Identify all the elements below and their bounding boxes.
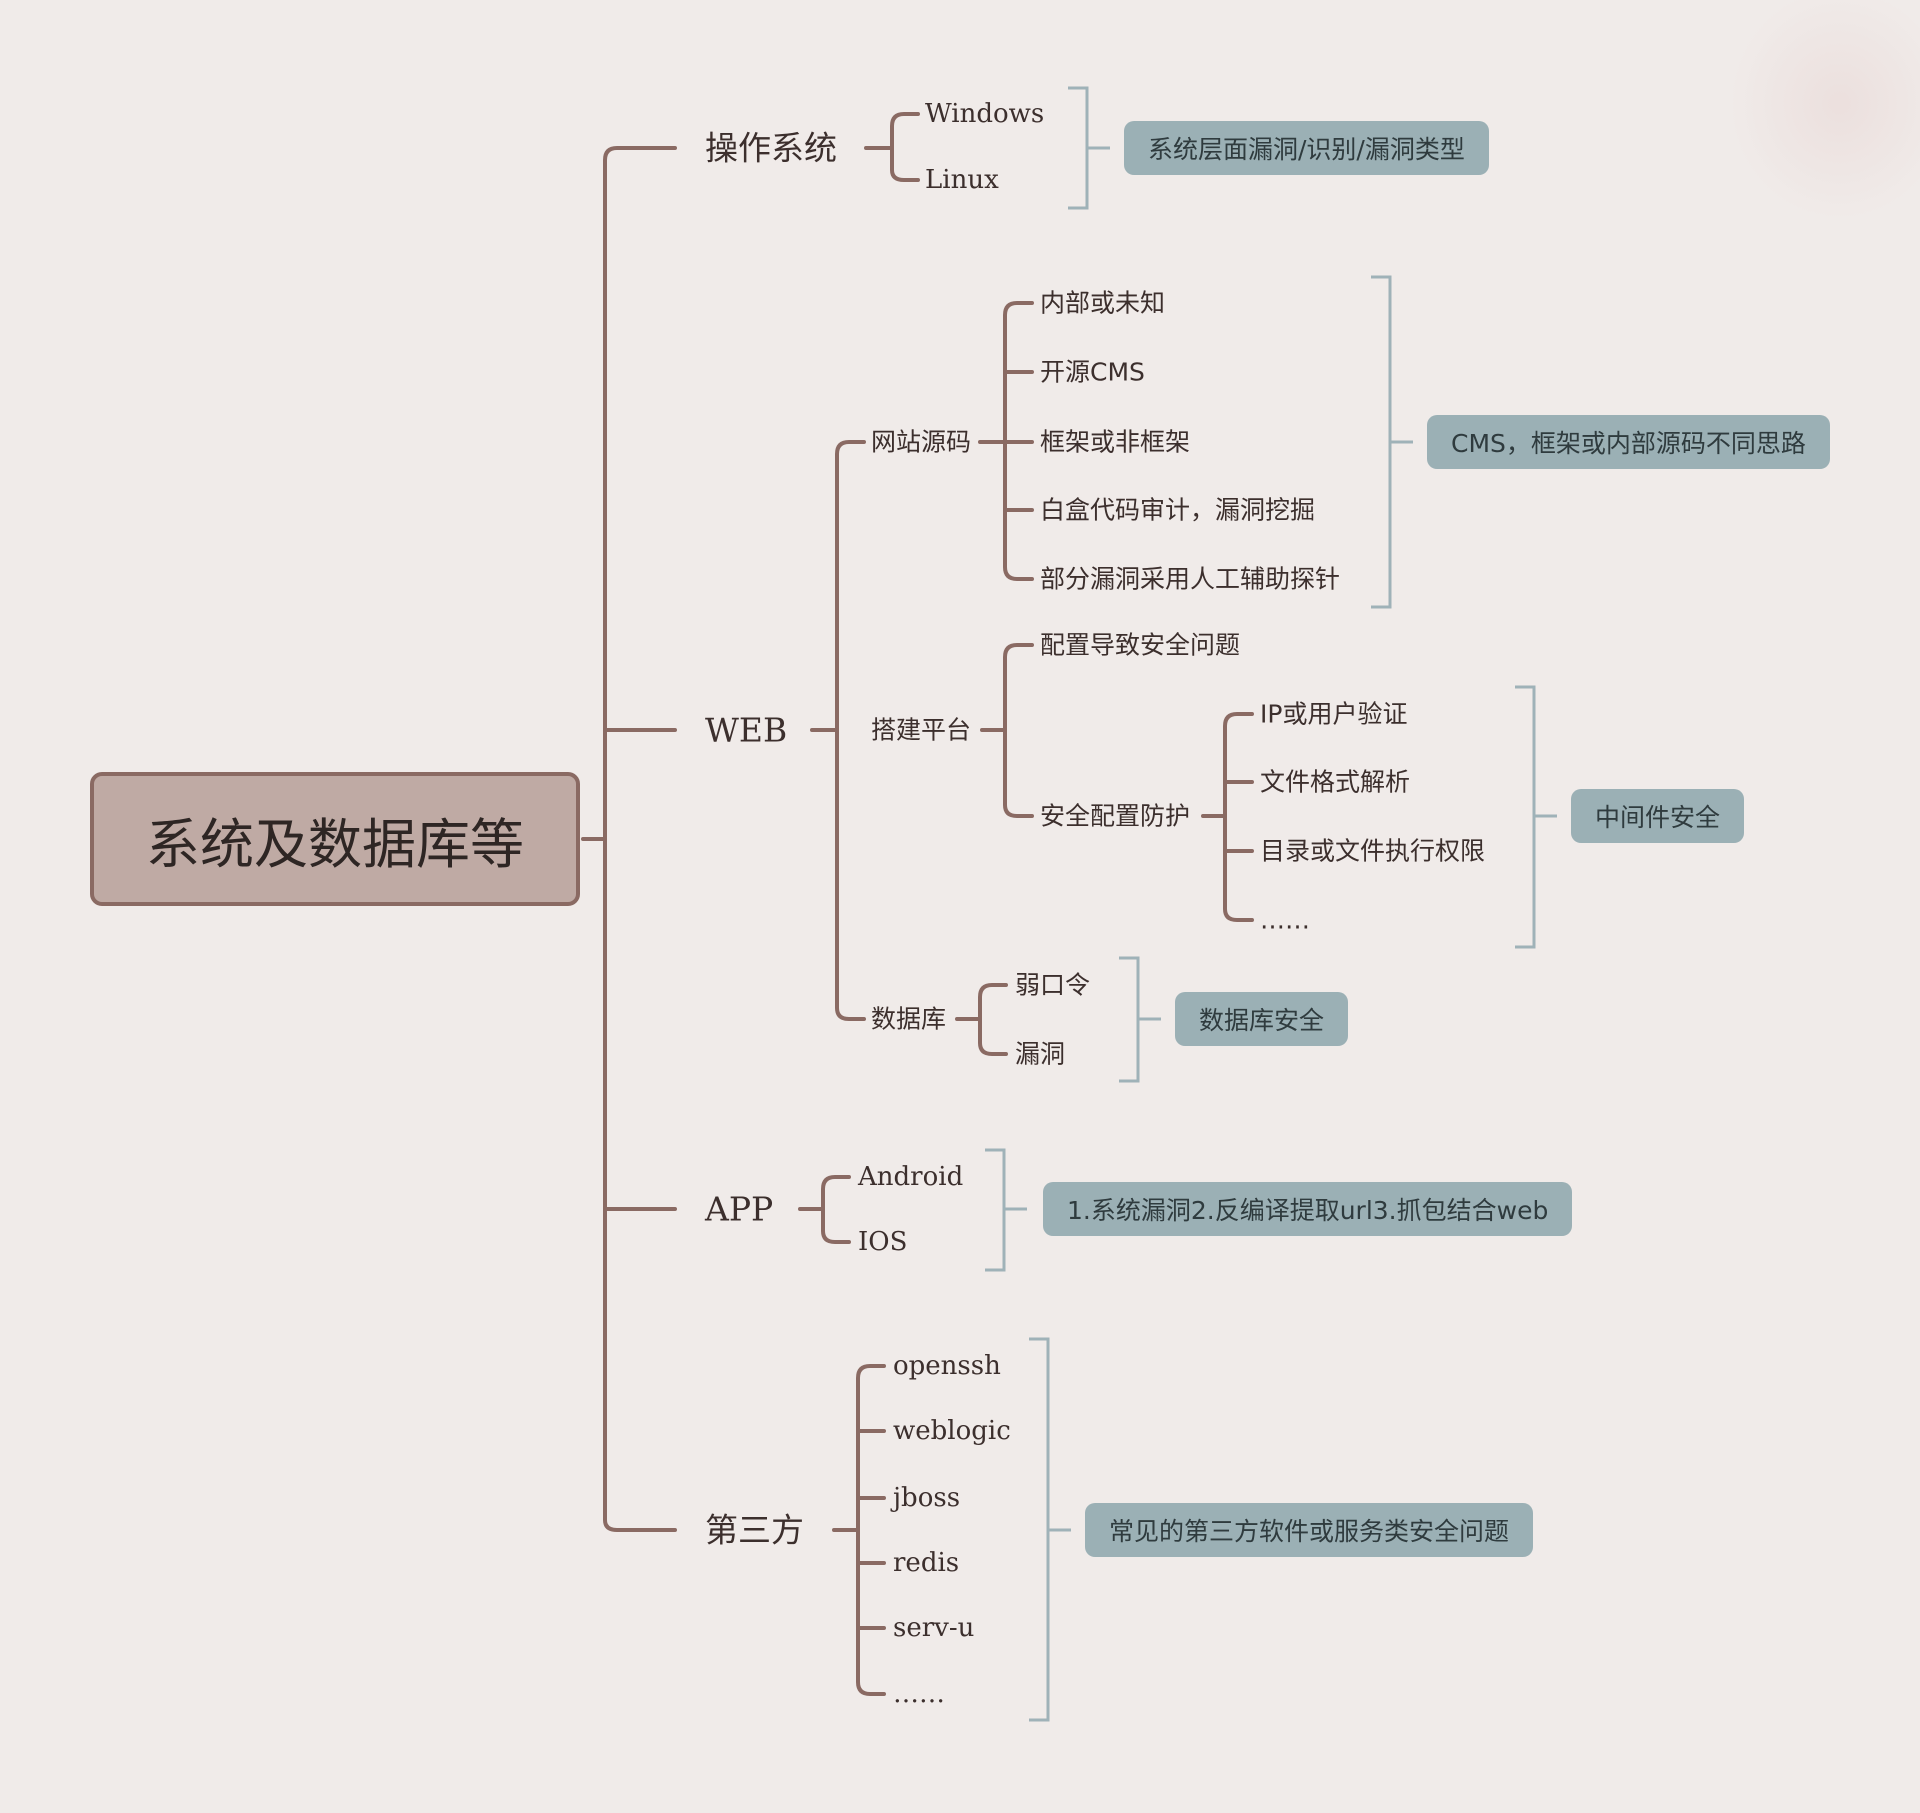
summary-third: 常见的第三方软件或服务类安全问题 bbox=[1085, 1503, 1534, 1557]
connector-protection bbox=[1201, 712, 1254, 922]
leaf-protection-2: 文件格式解析 bbox=[1260, 767, 1411, 797]
summary-middleware: 中间件安全 bbox=[1571, 789, 1745, 843]
connector-web bbox=[810, 440, 866, 1021]
leaf-source-4: 白盒代码审计，漏洞挖掘 bbox=[1040, 495, 1316, 525]
node-security-protection: 安全配置防护 bbox=[1040, 801, 1191, 831]
connector-database bbox=[955, 983, 1008, 1056]
leaf-ios: IOS bbox=[858, 1227, 908, 1257]
decorative-watermark bbox=[1720, 0, 1920, 230]
branch-third: 第三方 bbox=[705, 1510, 804, 1550]
bracket-third bbox=[1029, 1337, 1071, 1722]
branch-web: WEB bbox=[705, 710, 788, 750]
summary-app: 1.系统漏洞2.反编译提取url3.抓包结合web bbox=[1043, 1182, 1573, 1236]
leaf-protection-1: IP或用户验证 bbox=[1260, 699, 1408, 729]
root-node: 系统及数据库等 bbox=[90, 772, 580, 906]
bracket-database bbox=[1119, 956, 1161, 1083]
leaf-source-1: 内部或未知 bbox=[1040, 288, 1166, 318]
leaf-source-3: 框架或非框架 bbox=[1040, 427, 1191, 457]
leaf-db-1: 弱口令 bbox=[1015, 970, 1091, 1000]
bracket-app bbox=[985, 1148, 1027, 1272]
summary-source: CMS，框架或内部源码不同思路 bbox=[1427, 415, 1830, 469]
connector-root bbox=[581, 146, 677, 1532]
leaf-source-2: 开源CMS bbox=[1040, 357, 1145, 387]
branch-app: APP bbox=[705, 1189, 774, 1229]
leaf-windows: Windows bbox=[925, 99, 1045, 129]
branch-os: 操作系统 bbox=[705, 128, 837, 168]
bracket-protection bbox=[1515, 685, 1557, 949]
leaf-linux: Linux bbox=[925, 165, 999, 195]
leaf-redis: redis bbox=[893, 1548, 960, 1578]
leaf-third-more: …… bbox=[893, 1679, 945, 1709]
node-platform: 搭建平台 bbox=[871, 715, 972, 745]
summary-database: 数据库安全 bbox=[1175, 992, 1349, 1046]
node-database: 数据库 bbox=[871, 1004, 947, 1034]
leaf-protection-3: 目录或文件执行权限 bbox=[1260, 836, 1486, 866]
node-website-source: 网站源码 bbox=[871, 427, 972, 457]
leaf-weblogic: weblogic bbox=[893, 1416, 1011, 1446]
leaf-config-issue: 配置导致安全问题 bbox=[1040, 630, 1241, 660]
leaf-servu: serv-u bbox=[893, 1613, 975, 1643]
leaf-android: Android bbox=[858, 1162, 964, 1192]
leaf-jboss: jboss bbox=[893, 1483, 961, 1513]
leaf-source-5: 部分漏洞采用人工辅助探针 bbox=[1040, 564, 1341, 594]
connector-source bbox=[978, 301, 1034, 581]
leaf-openssh: openssh bbox=[893, 1351, 1001, 1381]
bracket-os bbox=[1068, 86, 1110, 210]
connector-app bbox=[798, 1175, 851, 1244]
bracket-source bbox=[1371, 275, 1413, 609]
connector-third bbox=[832, 1364, 886, 1696]
leaf-db-2: 漏洞 bbox=[1015, 1039, 1066, 1069]
leaf-protection-4: …… bbox=[1260, 905, 1310, 935]
connector-platform bbox=[980, 643, 1034, 818]
connector-os bbox=[864, 112, 920, 182]
summary-os: 系统层面漏洞/识别/漏洞类型 bbox=[1124, 121, 1489, 175]
